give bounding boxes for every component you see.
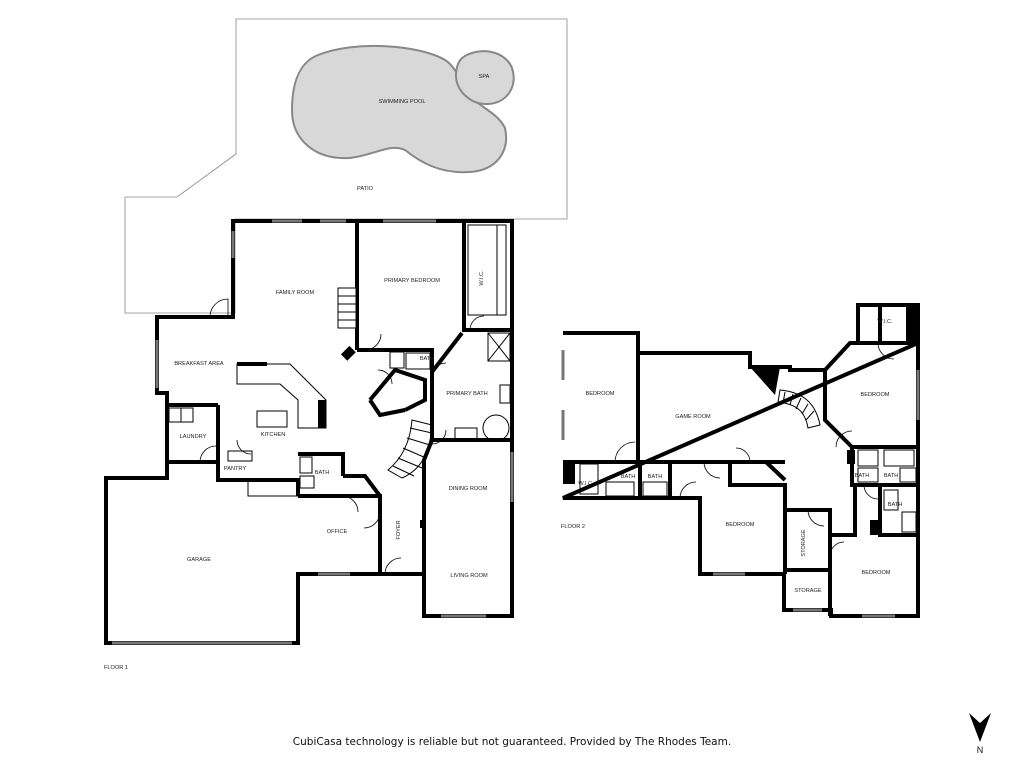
spa-label: SPA bbox=[479, 74, 490, 80]
floor2-sink bbox=[857, 467, 879, 483]
primary-tub bbox=[482, 414, 510, 442]
room-label: LAUNDRY bbox=[180, 434, 207, 440]
floor2-label: FLOOR 2 bbox=[561, 524, 585, 530]
primary-vanity bbox=[454, 427, 478, 441]
floor2-vanity bbox=[857, 449, 879, 467]
floor2-tub bbox=[883, 449, 915, 467]
floor1-doors bbox=[199, 298, 485, 575]
wic-shelf bbox=[467, 224, 507, 316]
room-label: GARAGE bbox=[187, 557, 211, 563]
office-bath-toilet bbox=[299, 475, 315, 489]
room-label: GAME ROOM bbox=[675, 414, 711, 420]
floor1-label: FLOOR 1 bbox=[104, 665, 128, 671]
floor2-vanity bbox=[605, 481, 635, 497]
washer bbox=[168, 407, 182, 423]
disclaimer: CubiCasa technology is reliable but not … bbox=[293, 736, 731, 748]
floor2-tub bbox=[579, 463, 599, 495]
room-label: BEDROOM bbox=[586, 391, 615, 397]
north-label: N bbox=[977, 745, 984, 755]
kitchen-island bbox=[256, 410, 288, 428]
room-label: W.I.C. bbox=[479, 270, 485, 286]
room-label: BATH bbox=[888, 502, 903, 508]
floor2-staircase bbox=[777, 389, 821, 429]
floor2-interior-walls bbox=[563, 305, 918, 616]
room-label: BATH bbox=[855, 473, 870, 479]
primary-shower bbox=[487, 332, 511, 362]
kitchen-counter bbox=[236, 363, 327, 429]
floor2-column bbox=[870, 520, 880, 535]
room-label: BATH bbox=[621, 474, 636, 480]
floor1-windows bbox=[155, 219, 514, 618]
column bbox=[340, 345, 356, 361]
room-label: LIVING ROOM bbox=[450, 573, 488, 579]
floor1-staircase bbox=[387, 419, 433, 479]
floor2-vanity bbox=[642, 481, 668, 497]
pool-label: SWIMMING POOL bbox=[379, 99, 426, 105]
spa bbox=[454, 50, 515, 106]
floor2-toilet bbox=[899, 467, 917, 483]
primary-sink bbox=[499, 384, 511, 404]
floor-2: W.I.C. BEDROOM GAME ROOM BEDROOM W.I.C. … bbox=[561, 303, 920, 618]
fireplace bbox=[337, 287, 357, 329]
floor2-column bbox=[563, 462, 575, 484]
room-label: BEDROOM bbox=[861, 392, 890, 398]
fridge bbox=[318, 400, 326, 428]
range-hood bbox=[237, 362, 267, 366]
room-label: PRIMARY BEDROOM bbox=[384, 278, 440, 284]
floor2-column bbox=[847, 450, 855, 464]
room-label: FOYER bbox=[396, 520, 402, 539]
hall-bath-vanity bbox=[405, 352, 431, 370]
pantry-counter bbox=[227, 450, 253, 462]
room-label: BREAKFAST AREA bbox=[174, 361, 224, 367]
floor-1: FAMILY ROOM PRIMARY BEDROOM W.I.C. BREAK… bbox=[104, 219, 514, 671]
floor2-doors bbox=[614, 342, 895, 557]
north-arrow-icon bbox=[969, 713, 991, 742]
room-label: STORAGE bbox=[801, 529, 807, 557]
room-label: FAMILY ROOM bbox=[276, 290, 315, 296]
room-label: BATH bbox=[420, 356, 435, 362]
room-label: W.I.C. bbox=[578, 481, 594, 487]
floor2-windows bbox=[561, 350, 920, 618]
floor2-chimney bbox=[750, 367, 780, 395]
dryer bbox=[180, 407, 194, 423]
outdoor-area: SWIMMING POOL SPA PATIO bbox=[124, 18, 568, 314]
room-label: STORAGE bbox=[794, 588, 822, 594]
floor2-vanity bbox=[883, 489, 899, 511]
floor2-sink bbox=[901, 511, 917, 533]
floor2-column bbox=[906, 305, 918, 343]
pantry-shelf bbox=[247, 479, 299, 497]
entry-post bbox=[420, 520, 424, 528]
swimming-pool bbox=[290, 44, 508, 174]
room-label: BATH bbox=[315, 470, 330, 476]
hall-bath-toilet bbox=[389, 351, 405, 369]
room-label: OFFICE bbox=[327, 529, 348, 535]
room-label: PRIMARY BATH bbox=[446, 391, 487, 397]
room-label: BEDROOM bbox=[726, 522, 755, 528]
room-label: DINING ROOM bbox=[449, 486, 488, 492]
room-label: BATH bbox=[884, 473, 899, 479]
compass: N bbox=[969, 713, 991, 755]
room-label: BEDROOM bbox=[862, 570, 891, 576]
office-bath-sink bbox=[299, 456, 313, 474]
room-label: PANTRY bbox=[224, 466, 246, 472]
room-label: KITCHEN bbox=[261, 432, 286, 438]
room-label: BATH bbox=[648, 474, 663, 480]
room-label: W.I.C. bbox=[877, 319, 893, 325]
patio-label: PATIO bbox=[357, 186, 374, 192]
